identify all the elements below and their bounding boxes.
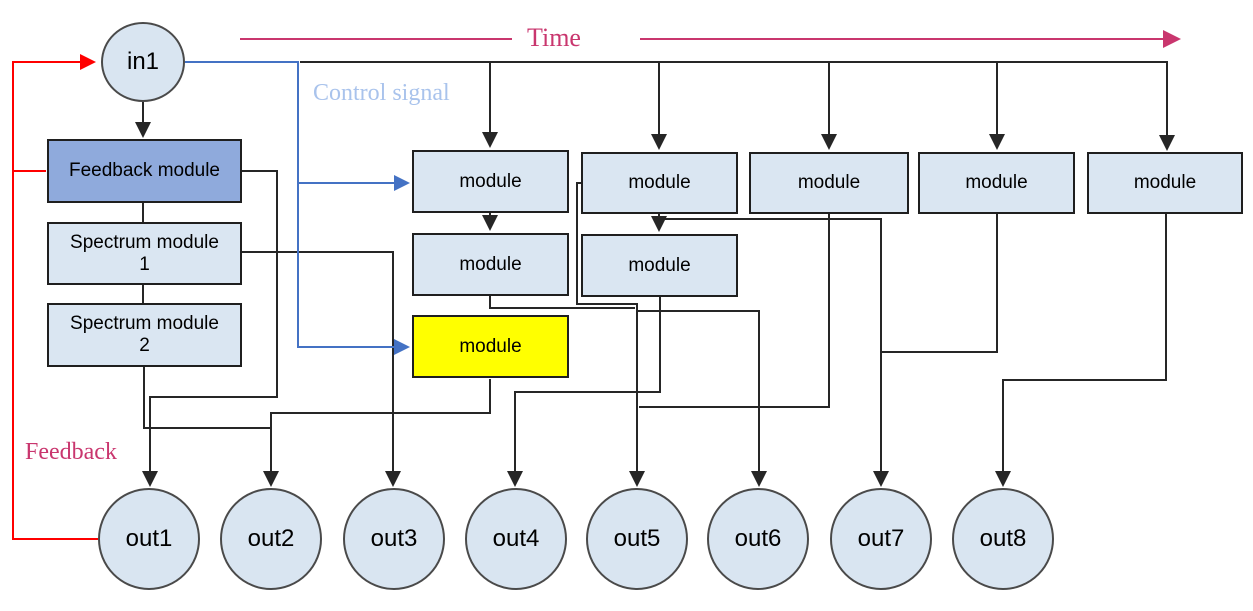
node-out7-label: out7 xyxy=(857,525,905,552)
node-out6: out6 xyxy=(707,488,809,590)
node-out3-label: out3 xyxy=(370,525,418,552)
edge-spectrum2-out2line xyxy=(143,367,270,429)
edge-col2m1left-out5 xyxy=(576,182,645,487)
node-spectrum-module-1-label: Spectrum module 1 xyxy=(70,231,219,275)
node-out6-label: out6 xyxy=(734,525,782,552)
node-module-col3: module xyxy=(749,152,909,214)
node-out8: out8 xyxy=(952,488,1054,590)
edge-col4-out7line xyxy=(882,214,998,353)
node-feedback-module: Feedback module xyxy=(47,139,242,203)
edge-col2m2-out4 xyxy=(507,297,661,487)
node-module-col4: module xyxy=(918,152,1075,214)
module-label: module xyxy=(628,172,691,194)
module-label: module xyxy=(797,172,861,194)
node-out4-label: out4 xyxy=(492,525,540,552)
node-out2: out2 xyxy=(220,488,322,590)
node-module-yellow: module xyxy=(412,315,569,378)
node-out5: out5 xyxy=(586,488,688,590)
edge-col5-out8 xyxy=(995,214,1167,487)
edge-yellow-out2 xyxy=(263,379,491,487)
node-out7: out7 xyxy=(830,488,932,590)
node-out1: out1 xyxy=(98,488,200,590)
edge-col2m1-out7 xyxy=(659,218,889,487)
edge-time-rail xyxy=(300,61,1175,151)
control-signal-label: Control signal xyxy=(313,80,450,106)
edge-out5line-out6 xyxy=(637,310,767,487)
module-label: module xyxy=(459,170,522,192)
time-label: Time xyxy=(527,23,581,52)
edge-spectrum1-out3 xyxy=(242,251,401,487)
node-module-col1-row1: module xyxy=(412,150,569,213)
edge-col3-out5line xyxy=(639,214,830,408)
feedback-label: Feedback xyxy=(25,439,117,465)
node-module-col2-row2: module xyxy=(581,234,738,297)
node-module-col5: module xyxy=(1087,152,1243,214)
node-feedback-module-label: Feedback module xyxy=(68,160,221,182)
node-out1-label: out1 xyxy=(125,525,173,552)
node-spectrum-module-1: Spectrum module 1 xyxy=(47,222,242,285)
edge-in1-control-yellow xyxy=(185,61,410,355)
edge-out1-in1-feedback xyxy=(12,54,98,540)
edge-col1m2-out5line xyxy=(489,296,635,309)
node-module-col2-row1: module xyxy=(581,152,738,214)
node-out2-label: out2 xyxy=(247,525,295,552)
module-label: module xyxy=(628,254,691,276)
node-module-col1-row2: module xyxy=(412,233,569,296)
module-label: module xyxy=(459,335,522,357)
node-in1: in1 xyxy=(101,22,185,102)
node-out8-label: out8 xyxy=(979,525,1027,552)
node-spectrum-module-2: Spectrum module 2 xyxy=(47,303,242,367)
node-in1-label: in1 xyxy=(126,48,160,75)
module-label: module xyxy=(965,172,1028,194)
module-label: module xyxy=(459,253,522,275)
module-label: module xyxy=(1133,172,1197,194)
edge-feedback-out1 xyxy=(142,170,278,487)
node-out4: out4 xyxy=(465,488,567,590)
node-spectrum-module-2-label: Spectrum module 2 xyxy=(70,313,219,356)
node-out3: out3 xyxy=(343,488,445,590)
node-out5-label: out5 xyxy=(613,525,661,552)
